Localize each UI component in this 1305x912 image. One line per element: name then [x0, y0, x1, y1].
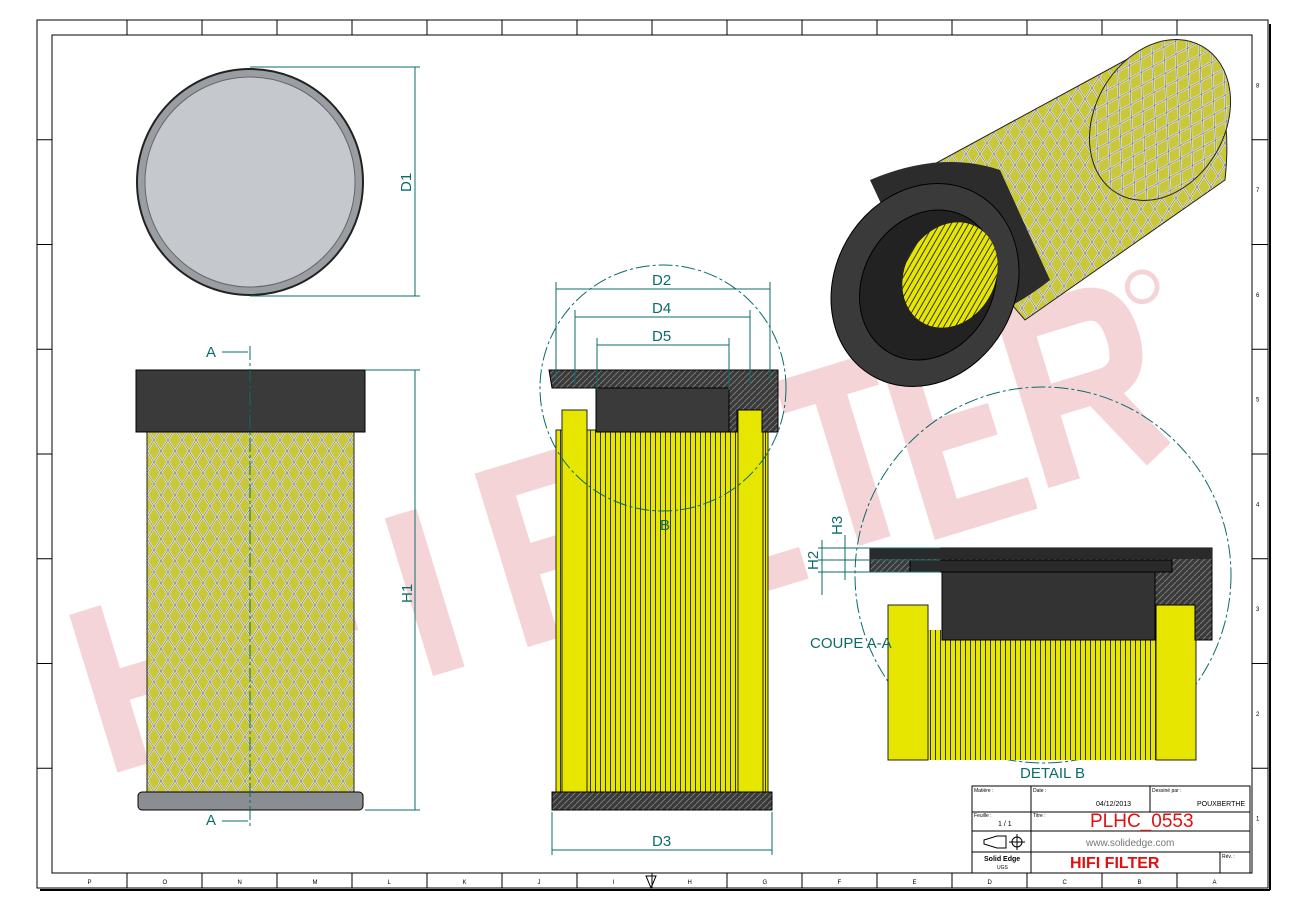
column-label: P	[88, 880, 92, 886]
section-marker-bottom: A	[206, 812, 216, 829]
column-label: E	[913, 880, 917, 886]
column-label: L	[388, 880, 392, 886]
row-label: 4	[1256, 502, 1260, 508]
column-label: C	[1063, 880, 1068, 886]
title-value: PLHC_0553	[1090, 811, 1194, 832]
front-view: H1 A A	[135, 344, 420, 829]
coupe-label: COUPE A-A	[810, 635, 892, 652]
dim-d4: D4	[652, 300, 671, 317]
dim-h2: H2	[805, 551, 822, 570]
detail-label: DETAIL B	[1020, 765, 1085, 782]
row-label: 7	[1256, 188, 1260, 194]
column-label: N	[238, 880, 242, 886]
author-value: POUXBERTHE	[1197, 801, 1245, 808]
software-name: Solid Edge	[984, 856, 1020, 863]
dessine-label: Dessiné par :	[1152, 788, 1181, 794]
dim-h3: H3	[829, 516, 846, 535]
website: www.solidedge.com	[1085, 838, 1174, 849]
feuille-label: Feuille :	[974, 813, 992, 819]
row-label: 8	[1256, 83, 1260, 89]
section-marker-top: A	[206, 344, 216, 361]
column-label: G	[763, 880, 768, 886]
column-label: A	[1213, 880, 1217, 886]
column-zone-labels: P O N M L K J I H G F E D C B A	[88, 20, 1217, 888]
rev-label: Rév. :	[1222, 854, 1235, 860]
center-mark-icon	[645, 875, 657, 890]
isometric-view	[830, 39, 1232, 387]
column-label: D	[988, 880, 993, 886]
column-label: H	[688, 880, 692, 886]
date-label: Date :	[1033, 788, 1046, 794]
row-label: 2	[1256, 712, 1260, 718]
vendor-name: UGS	[997, 865, 1009, 871]
title-block: Matière : Date : 04/12/2013 Dessiné par …	[971, 785, 1251, 874]
titre-label: Titre :	[1033, 813, 1046, 819]
detail-marker: B	[660, 517, 670, 534]
section-view: D2 D4 D5 D3 B	[539, 264, 787, 855]
row-zone-labels: 8 7 6 5 4 3 2 1	[37, 83, 1268, 823]
row-label: 6	[1256, 293, 1260, 299]
row-label: 5	[1256, 398, 1260, 404]
dim-d1: D1	[398, 173, 415, 192]
product-name: HIFI FILTER	[1070, 855, 1160, 872]
row-label: 3	[1256, 607, 1260, 613]
date-value: 04/12/2013	[1096, 801, 1131, 808]
dim-d2: D2	[652, 272, 671, 289]
column-label: M	[313, 880, 318, 886]
column-label: J	[538, 880, 541, 886]
row-label: 1	[1256, 817, 1260, 823]
matiere-label: Matière :	[974, 788, 993, 794]
sheet-value: 1 / 1	[998, 821, 1012, 828]
detail-view: H3 H2 COUPE A-A DETAIL B	[805, 386, 1232, 782]
column-label: B	[1138, 880, 1142, 886]
dim-h1: H1	[399, 584, 416, 603]
dim-d3: D3	[652, 833, 671, 850]
column-label: F	[838, 880, 842, 886]
column-label: I	[613, 880, 615, 886]
top-view: D1	[136, 66, 420, 297]
column-label: O	[163, 880, 168, 886]
dim-d5: D5	[652, 328, 671, 345]
projection-symbol-icon	[983, 834, 1025, 850]
column-label: K	[463, 880, 467, 886]
